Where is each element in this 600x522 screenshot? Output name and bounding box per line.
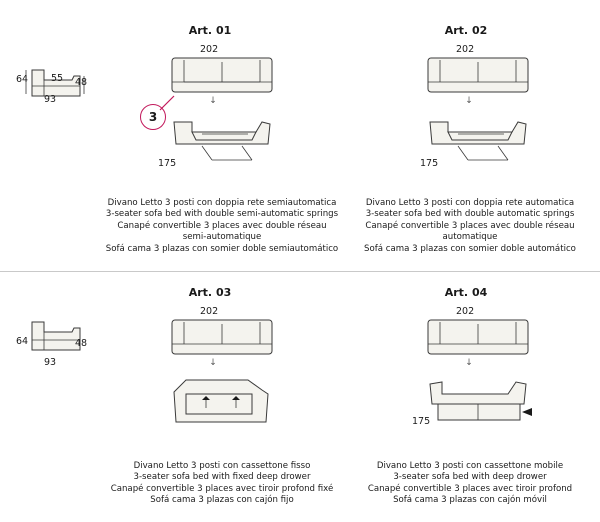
article-03-line-1: Divano Letto 3 posti con cassettone fiss…: [133, 461, 311, 471]
article-03-arrow: ↓: [209, 358, 217, 368]
article-01-depth: 175: [158, 158, 177, 169]
callout-badge: 3: [140, 104, 166, 130]
article-01-line-2: 3-seater sofa bed with double semi-autom…: [105, 209, 339, 220]
article-02-depth: 175: [420, 158, 439, 169]
side-view-2-drawing: [31, 321, 81, 351]
side-view-1-seat-height: 48: [75, 77, 88, 88]
side-view-2-seat-height: 48: [75, 338, 88, 349]
article-03-front-view: [171, 319, 273, 355]
article-04-line-1: Divano Letto 3 posti con cassettone mobi…: [376, 461, 564, 471]
article-04-title: Art. 04: [444, 286, 488, 299]
article-02-description: Divano Letto 3 posti con doppia rete aut…: [330, 198, 600, 255]
article-01-line-4: semi-automatique: [182, 232, 262, 243]
article-02-arrow: ↓: [465, 96, 473, 106]
side-view-2-depth: 93: [44, 357, 57, 368]
article-03-description: Divano Letto 3 posti con cassettone fiss…: [82, 461, 362, 507]
article-02-bed-view: [429, 121, 527, 161]
article-01-width: 202: [200, 44, 219, 55]
article-01-bed-view: [173, 121, 271, 161]
article-01-line-3: Canapé convertible 3 places avec double …: [117, 220, 327, 231]
side-view-1-drawing: [31, 69, 81, 97]
side-view-1-dim-lines: [25, 70, 85, 94]
article-01-arrow: ↓: [209, 96, 217, 106]
callout-leader: [159, 95, 175, 111]
article-02-front-view: [427, 57, 529, 93]
article-04-line-2: 3-seater sofa bed with deep drower: [393, 472, 547, 483]
article-03-width: 202: [200, 306, 219, 317]
article-04-arrow: ↓: [465, 358, 473, 368]
article-02-line-1: Divano Letto 3 posti con doppia rete aut…: [365, 198, 575, 208]
article-03-line-2: 3-seater sofa bed with fixed deep drower: [133, 472, 311, 483]
article-03-title: Art. 03: [188, 286, 232, 299]
article-04-line-4: Sofá cama 3 plazas con cajón móvil: [393, 495, 547, 506]
article-04-width: 202: [456, 306, 475, 317]
article-01-line-5: Sofá cama 3 plazas con somier doble semi…: [105, 243, 339, 254]
article-04-depth: 175: [412, 416, 431, 427]
side-view-2-height: 64: [16, 336, 29, 347]
article-03-drawer-view: [173, 379, 269, 423]
article-01-line-1: Divano Letto 3 posti con doppia rete sem…: [107, 198, 337, 208]
article-02-line-4: automatique: [442, 232, 498, 243]
article-04-front-view: [427, 319, 529, 355]
article-02-line-5: Sofá cama 3 plazas con somier doble auto…: [364, 243, 576, 254]
article-01-front-view: [171, 57, 273, 93]
side-view-1-depth: 93: [44, 94, 57, 105]
article-01-title: Art. 01: [188, 24, 232, 37]
article-04-line-3: Canapé convertible 3 places avec tiroir …: [367, 483, 573, 494]
article-02-line-2: 3-seater sofa bed with double automatic …: [365, 209, 575, 220]
article-04-drawer-view: [429, 381, 532, 421]
article-04-description: Divano Letto 3 posti con cassettone mobi…: [330, 461, 600, 507]
side-view-1-seat-depth: 55: [51, 73, 64, 84]
article-02-line-3: Canapé convertible 3 places avec double …: [365, 220, 575, 231]
section-divider: [0, 271, 600, 272]
article-03-line-3: Canapé convertible 3 places avec tiroir …: [110, 483, 334, 494]
side-view-1-height: 64: [16, 74, 29, 85]
article-02-title: Art. 02: [444, 24, 488, 37]
article-01-description: Divano Letto 3 posti con doppia rete sem…: [82, 198, 362, 255]
article-02-width: 202: [456, 44, 475, 55]
callout-number: 3: [148, 110, 158, 124]
article-03-line-4: Sofá cama 3 plazas con cajón fijo: [150, 495, 294, 506]
